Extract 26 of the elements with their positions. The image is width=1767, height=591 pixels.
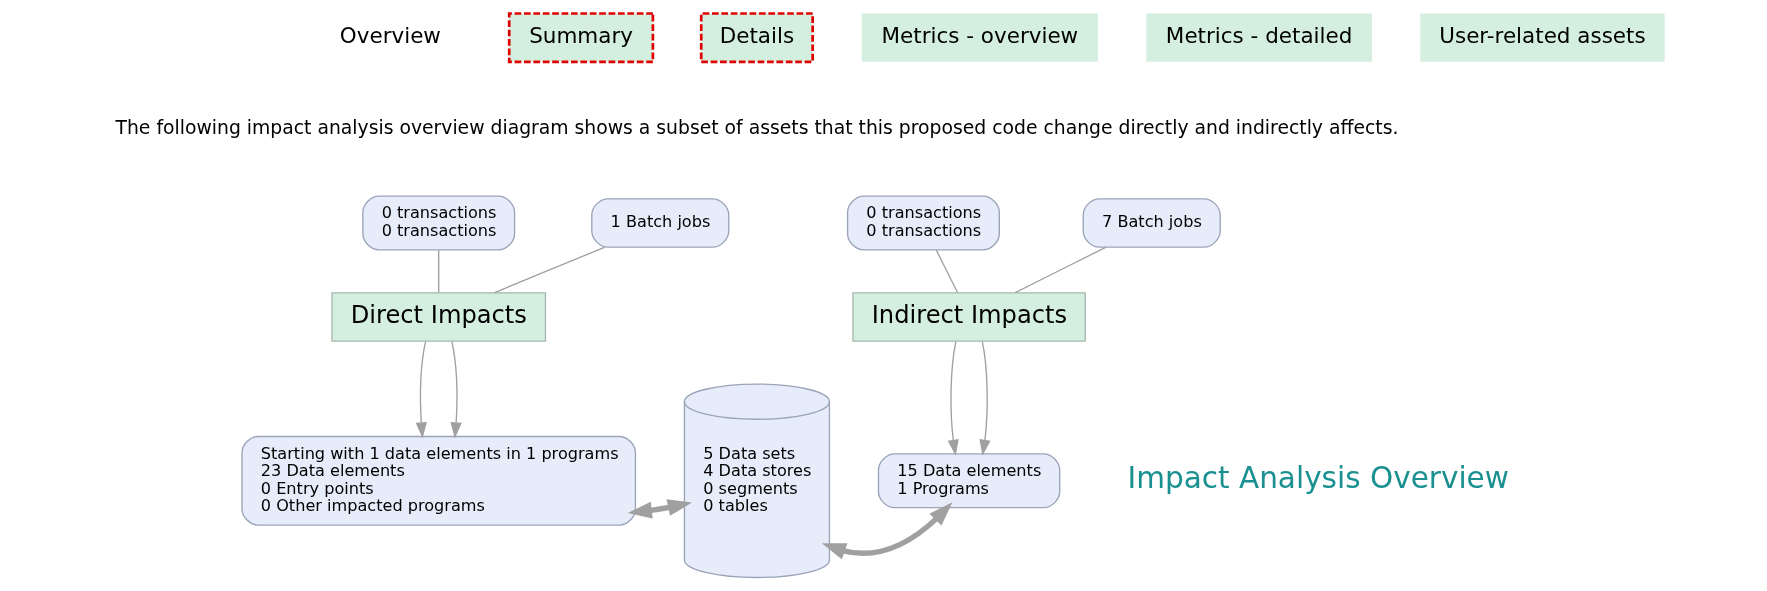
arrow [979,340,991,456]
node-box: 0 transactions 0 transactions [846,195,1000,251]
node-box: Direct Impacts [331,292,547,342]
label: Details [719,22,795,48]
arrow [415,340,427,439]
arrow [627,499,692,519]
label: Summary [529,22,633,48]
node-box: 1 Batch jobs [591,198,730,248]
node-box: Indirect Impacts [852,292,1086,342]
connector [935,249,959,294]
arrow [450,340,462,439]
node-box: Starting with 1 data elements in 1 programs 23 Data elements 0 Entry points 0 Other impacted programs [241,435,637,526]
arrow [947,340,959,456]
label: Metrics - detailed [1165,22,1353,48]
connector [438,249,440,294]
label: Overview [339,22,441,48]
label: Metrics - overview [881,22,1079,48]
label: Impact Analysis Overview [1127,461,1509,496]
connector [493,246,606,294]
node-box: 7 Batch jobs [1082,198,1221,248]
node-box: 15 Data elements 1 Programs [877,453,1061,509]
connector [1014,246,1107,294]
arrow [821,502,953,560]
label: The following impact analysis overview diagram shows a subset of assets that this proposed code change directly and indirectly affects. [115,116,1399,138]
label: User-related assets [1439,22,1646,48]
node-box: 0 transactions 0 transactions [362,195,516,251]
